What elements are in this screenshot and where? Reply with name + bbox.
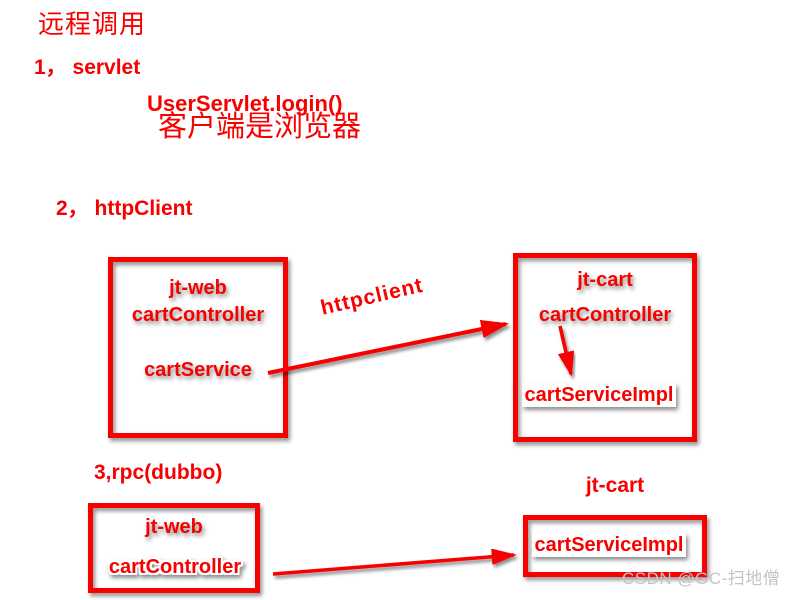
- section-1-method-name: UserServlet.login(): [147, 91, 343, 116]
- httpclient-arrow: [267, 319, 510, 375]
- page-title: 远程调用: [38, 10, 147, 39]
- rpc-jtcart-box: cartServiceImpl: [523, 515, 707, 577]
- jtweb-module-label: jt-web: [169, 277, 227, 299]
- section-1-note: 客户端是浏览器: [158, 111, 362, 143]
- rpc-cartcontroller-label: cartController: [108, 556, 242, 578]
- rpc-cartserviceimpl-label: cartServiceImpl: [531, 533, 687, 557]
- rpc-arrow: [272, 548, 517, 576]
- httpclient-jtcart-box: jt-cart cartController cartServiceImpl: [513, 253, 697, 442]
- jtcart-module-label: jt-cart: [577, 269, 633, 291]
- rpc-jtcart-title: jt-cart: [585, 474, 645, 497]
- httpclient-arrow-label: httpclient: [318, 273, 426, 320]
- jtcart-cartcontroller-label: cartController: [538, 304, 672, 326]
- jtcart-cartserviceimpl-label: cartServiceImpl: [521, 383, 677, 407]
- csdn-watermark: CSDN @GC-扫地僧: [622, 569, 781, 588]
- section-3-label: 3,rpc(dubbo): [94, 461, 223, 484]
- jtweb-cartcontroller-label: cartController: [131, 304, 265, 326]
- httpclient-jtweb-box: jt-web cartController cartService: [108, 257, 288, 438]
- section-2-label: 2， httpClient: [56, 197, 193, 220]
- rpc-jtweb-box: jt-web cartController: [88, 503, 260, 593]
- rpc-jtweb-module-label: jt-web: [145, 516, 203, 538]
- section-1-label: 1， servlet: [34, 56, 141, 79]
- jtweb-cartservice-label: cartService: [144, 359, 252, 381]
